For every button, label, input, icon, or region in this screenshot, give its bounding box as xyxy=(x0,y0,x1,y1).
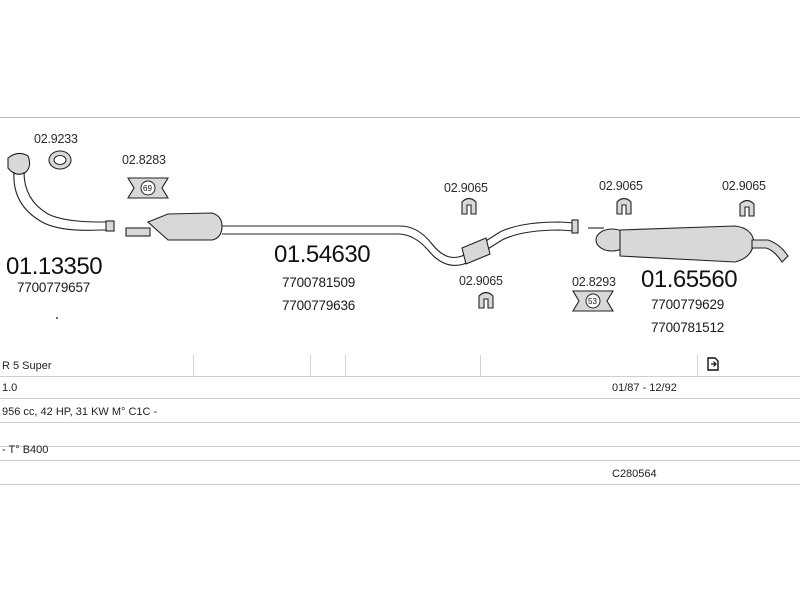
hanger-3-code[interactable]: 02.9065 xyxy=(722,179,766,193)
rear-silencer-icon[interactable] xyxy=(588,225,789,263)
gasket-front-size: 69 xyxy=(143,184,152,193)
gasket-front-icon[interactable]: 69 xyxy=(127,177,169,199)
table-row-specs: 956 cc, 42 HP, 31 KW M° C1C - xyxy=(0,401,800,423)
middle-silencer-icon[interactable] xyxy=(125,212,579,266)
front-pipe-code[interactable]: 01.13350 xyxy=(6,253,103,280)
middle-silencer-oem-1: 7700781509 xyxy=(282,275,355,290)
specs-value: 956 cc, 42 HP, 31 KW M° C1C - xyxy=(2,406,158,418)
rear-silencer-oem-2: 7700781512 xyxy=(651,320,724,335)
gasket-rear-size: 53 xyxy=(588,297,597,306)
gearbox-value: - T° B400 xyxy=(2,444,49,456)
dot-mark xyxy=(56,317,58,319)
table-row-catalog: C280564 xyxy=(0,463,800,485)
rear-silencer-oem-1: 7700779629 xyxy=(651,297,724,312)
table-row-blank xyxy=(0,425,800,447)
table-row-model: R 5 Super xyxy=(0,355,800,377)
gasket-rear-code[interactable]: 02.8293 xyxy=(572,275,616,289)
catalog-value: C280564 xyxy=(612,468,657,480)
clamp-part-code[interactable]: 02.9233 xyxy=(34,132,78,146)
period-value: 01/87 - 12/92 xyxy=(612,382,677,394)
model-value: R 5 Super xyxy=(2,360,52,372)
hanger-4-icon[interactable] xyxy=(478,291,494,309)
hanger-1-code[interactable]: 02.9065 xyxy=(444,181,488,195)
hanger-2-code[interactable]: 02.9065 xyxy=(599,179,643,193)
gasket-rear-icon[interactable]: 53 xyxy=(572,290,614,312)
exhaust-diagram: 02.9233 02.8283 02.9065 02.9065 02.9065 … xyxy=(6,132,789,335)
front-pipe-icon[interactable] xyxy=(7,152,115,232)
gasket-front-code[interactable]: 02.8283 xyxy=(122,153,166,167)
table-row-engine: 1.0 01/87 - 12/92 xyxy=(0,377,800,399)
middle-silencer-code[interactable]: 01.54630 xyxy=(274,241,371,268)
document-icon[interactable] xyxy=(707,357,719,371)
hanger-4-code[interactable]: 02.9065 xyxy=(459,274,503,288)
front-pipe-oem-1: 7700779657 xyxy=(17,280,90,295)
rear-silencer-code[interactable]: 01.65560 xyxy=(641,266,738,293)
top-divider xyxy=(0,117,800,118)
hanger-2-icon[interactable] xyxy=(616,197,632,215)
table-row-gearbox: - T° B400 xyxy=(0,439,800,461)
middle-silencer-oem-2: 7700779636 xyxy=(282,298,355,313)
hanger-1-icon[interactable] xyxy=(461,197,477,215)
hanger-3-icon[interactable] xyxy=(739,199,755,217)
engine-value: 1.0 xyxy=(2,382,18,394)
